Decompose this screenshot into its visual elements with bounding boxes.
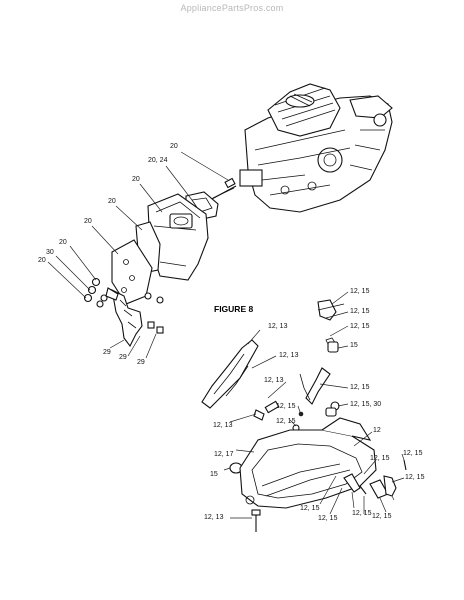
callout-label: 12, 15 [276,418,296,425]
callout-label: 12, 17 [214,451,234,458]
callout-label: 12, 15 [403,450,423,457]
callout-label: 20 [170,143,178,150]
callout-label: 29 [103,349,111,356]
rear-housing [239,417,407,509]
callout-label: 12, 13 [213,422,233,429]
callout-label: 15 [210,471,218,478]
lower-leader-lines [223,291,405,519]
spiked-bracket [105,287,164,348]
callout-label: 12, 13 [264,377,284,384]
callout-label: 12, 13 [204,514,224,521]
callout-label: 12, 15, 30 [350,401,382,408]
callout-label: 20 [84,218,92,225]
upper-leader-lines [47,151,229,359]
callout-label: 30 [46,249,54,256]
callout-label: 29 [137,359,145,366]
callout-label: 12 [373,427,381,434]
callout-label: 12, 15 [350,384,370,391]
callout-label: 15 [350,342,358,349]
callout-label: 12, 15 [318,515,338,522]
callout-label: 12, 15 [352,510,372,517]
throttle-rod [299,299,345,405]
watermark: AppliancePartsPros.com [180,3,284,13]
callout-label: 12, 15 [405,474,425,481]
engine-assembly [239,83,393,213]
callout-label: 12, 13 [268,323,288,330]
callout-label: 12, 15 [300,505,320,512]
callout-label: 12, 15 [372,513,392,520]
callout-label: 12, 15 [350,323,370,330]
callout-label: 12, 15 [350,308,370,315]
callout-label: 20 [59,239,67,246]
callout-label: 20 [132,176,140,183]
callout-label: 20 [38,257,46,264]
callout-label: 20 [108,198,116,205]
bottom-screw [251,509,261,532]
callout-label: 20, 24 [148,157,168,164]
callout-label: 12, 15 [276,403,296,410]
callout-label: 12, 13 [279,352,299,359]
nuts-and-washers [83,277,108,308]
callout-label: 12, 15 [370,455,390,462]
long-bolt [209,177,237,201]
trigger-handle [201,339,259,409]
figure-title: FIGURE 8 [214,304,254,314]
callout-label: 12, 15 [350,288,370,295]
callout-label: 29 [119,354,127,361]
